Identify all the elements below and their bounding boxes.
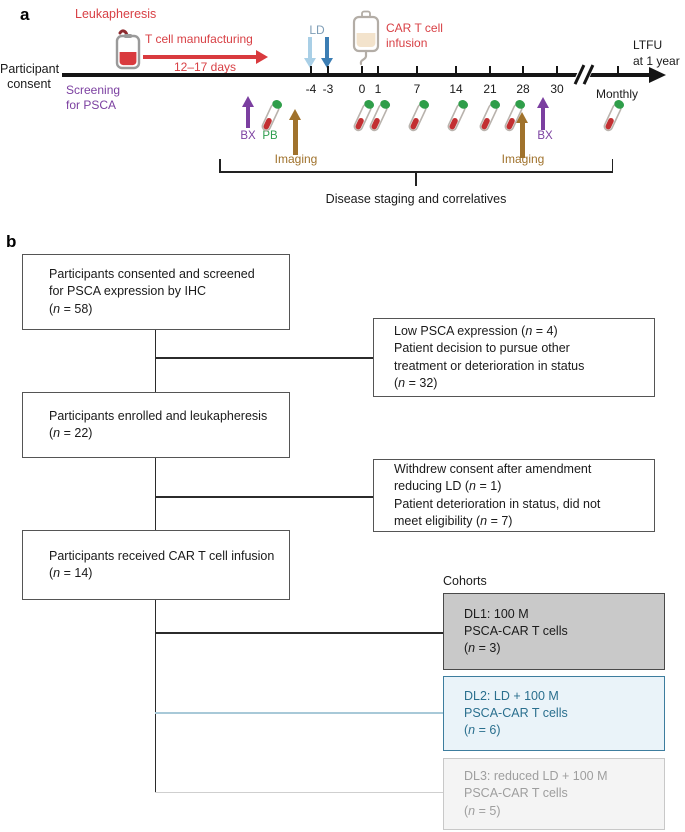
blood-sample-icon <box>401 97 432 140</box>
tick-label-day-7: 7 <box>413 82 421 96</box>
tick-label-day-1: 1 <box>374 82 382 96</box>
panel-a-label: a <box>20 5 30 24</box>
bracket-stem <box>415 171 417 186</box>
tick-label-day-14: 14 <box>449 82 463 96</box>
tick-mark <box>361 65 363 74</box>
biopsy-arrow-icon <box>537 97 549 130</box>
blood-sample-icon <box>497 97 528 140</box>
flow-box-enrolled: Participants enrolled and leukapheresis(… <box>22 392 290 458</box>
tick-label-monthly: Monthly <box>595 87 639 101</box>
blood-sample-icon <box>440 97 471 140</box>
imaging-arrow-icon <box>289 109 301 155</box>
imaging-arrow-icon <box>516 112 528 158</box>
bracket-end <box>611 159 614 172</box>
imaging-label: Imaging <box>274 152 318 166</box>
flow-box-enrolled-text: Participants enrolled and leukapheresis(… <box>49 408 268 440</box>
bx-label: BX <box>240 130 256 142</box>
blood-sample-icon <box>254 97 285 140</box>
leukapheresis-label: Leukapheresis <box>75 7 157 21</box>
tick-mark <box>522 65 524 74</box>
manufacturing-label: T cell manufacturing <box>145 32 253 46</box>
flow-box-excluded-1: Low PSCA expression (n = 4)Patient decis… <box>373 318 655 397</box>
flow-box-infused-text: Participants received CAR T cell infusio… <box>49 548 275 580</box>
biopsy-arrow-icon <box>242 96 254 128</box>
tick-mark <box>556 65 558 74</box>
tick-mark <box>617 65 619 74</box>
tick-label-day-28: 28 <box>516 82 530 96</box>
imaging-label-2: Imaging <box>501 152 545 166</box>
tick-label-day-30: 30 <box>550 82 564 96</box>
connector-line <box>154 330 156 392</box>
connector-line-dl1 <box>155 632 443 634</box>
tick-mark <box>310 65 312 74</box>
flow-box-infused: Participants received CAR T cell infusio… <box>22 530 290 600</box>
tick-label-day-minus4: -4 <box>305 82 317 96</box>
tick-mark <box>377 65 379 74</box>
bx-label-2: BX <box>537 130 553 142</box>
connector-line <box>155 496 373 498</box>
manufacturing-duration-label: 12–17 days <box>173 60 237 74</box>
blood-sample-icon <box>346 97 377 140</box>
blood-sample-icon <box>472 97 503 140</box>
bracket-caption: Disease staging and correlatives <box>325 192 507 206</box>
manufacturing-arrow <box>143 55 256 59</box>
tick-label-day-minus3: -3 <box>322 82 334 96</box>
pb-label: PB <box>262 130 278 142</box>
connector-line <box>154 600 156 793</box>
blood-sample-icon <box>362 97 393 140</box>
tick-label-day-21: 21 <box>483 82 497 96</box>
timeline-arrowhead <box>649 66 666 83</box>
ld-dark-arrow-icon <box>321 37 333 68</box>
panel-b-label: b <box>6 232 17 251</box>
ld-label: LD <box>309 23 325 37</box>
tick-mark <box>455 65 457 74</box>
blood-sample-icon <box>596 97 627 140</box>
tick-mark <box>416 65 418 74</box>
blood-bag-icon <box>112 27 144 80</box>
timeline-axis <box>62 73 652 78</box>
tick-label-day-0: 0 <box>358 82 366 96</box>
tick-mark <box>327 65 329 74</box>
ld-light-arrow-icon <box>304 37 316 68</box>
connector-line <box>154 458 156 530</box>
flow-box-excluded-1-text: Low PSCA expression (n = 4)Patient decis… <box>394 324 585 390</box>
cohorts-label: Cohorts <box>443 574 487 588</box>
manufacturing-arrowhead <box>256 50 268 65</box>
connector-line-dl2 <box>155 712 443 714</box>
iv-bag-icon <box>350 10 382 71</box>
tick-mark <box>489 65 491 74</box>
bracket-end <box>219 159 221 172</box>
connector-line <box>155 357 373 359</box>
connector-line-dl3 <box>155 792 443 794</box>
